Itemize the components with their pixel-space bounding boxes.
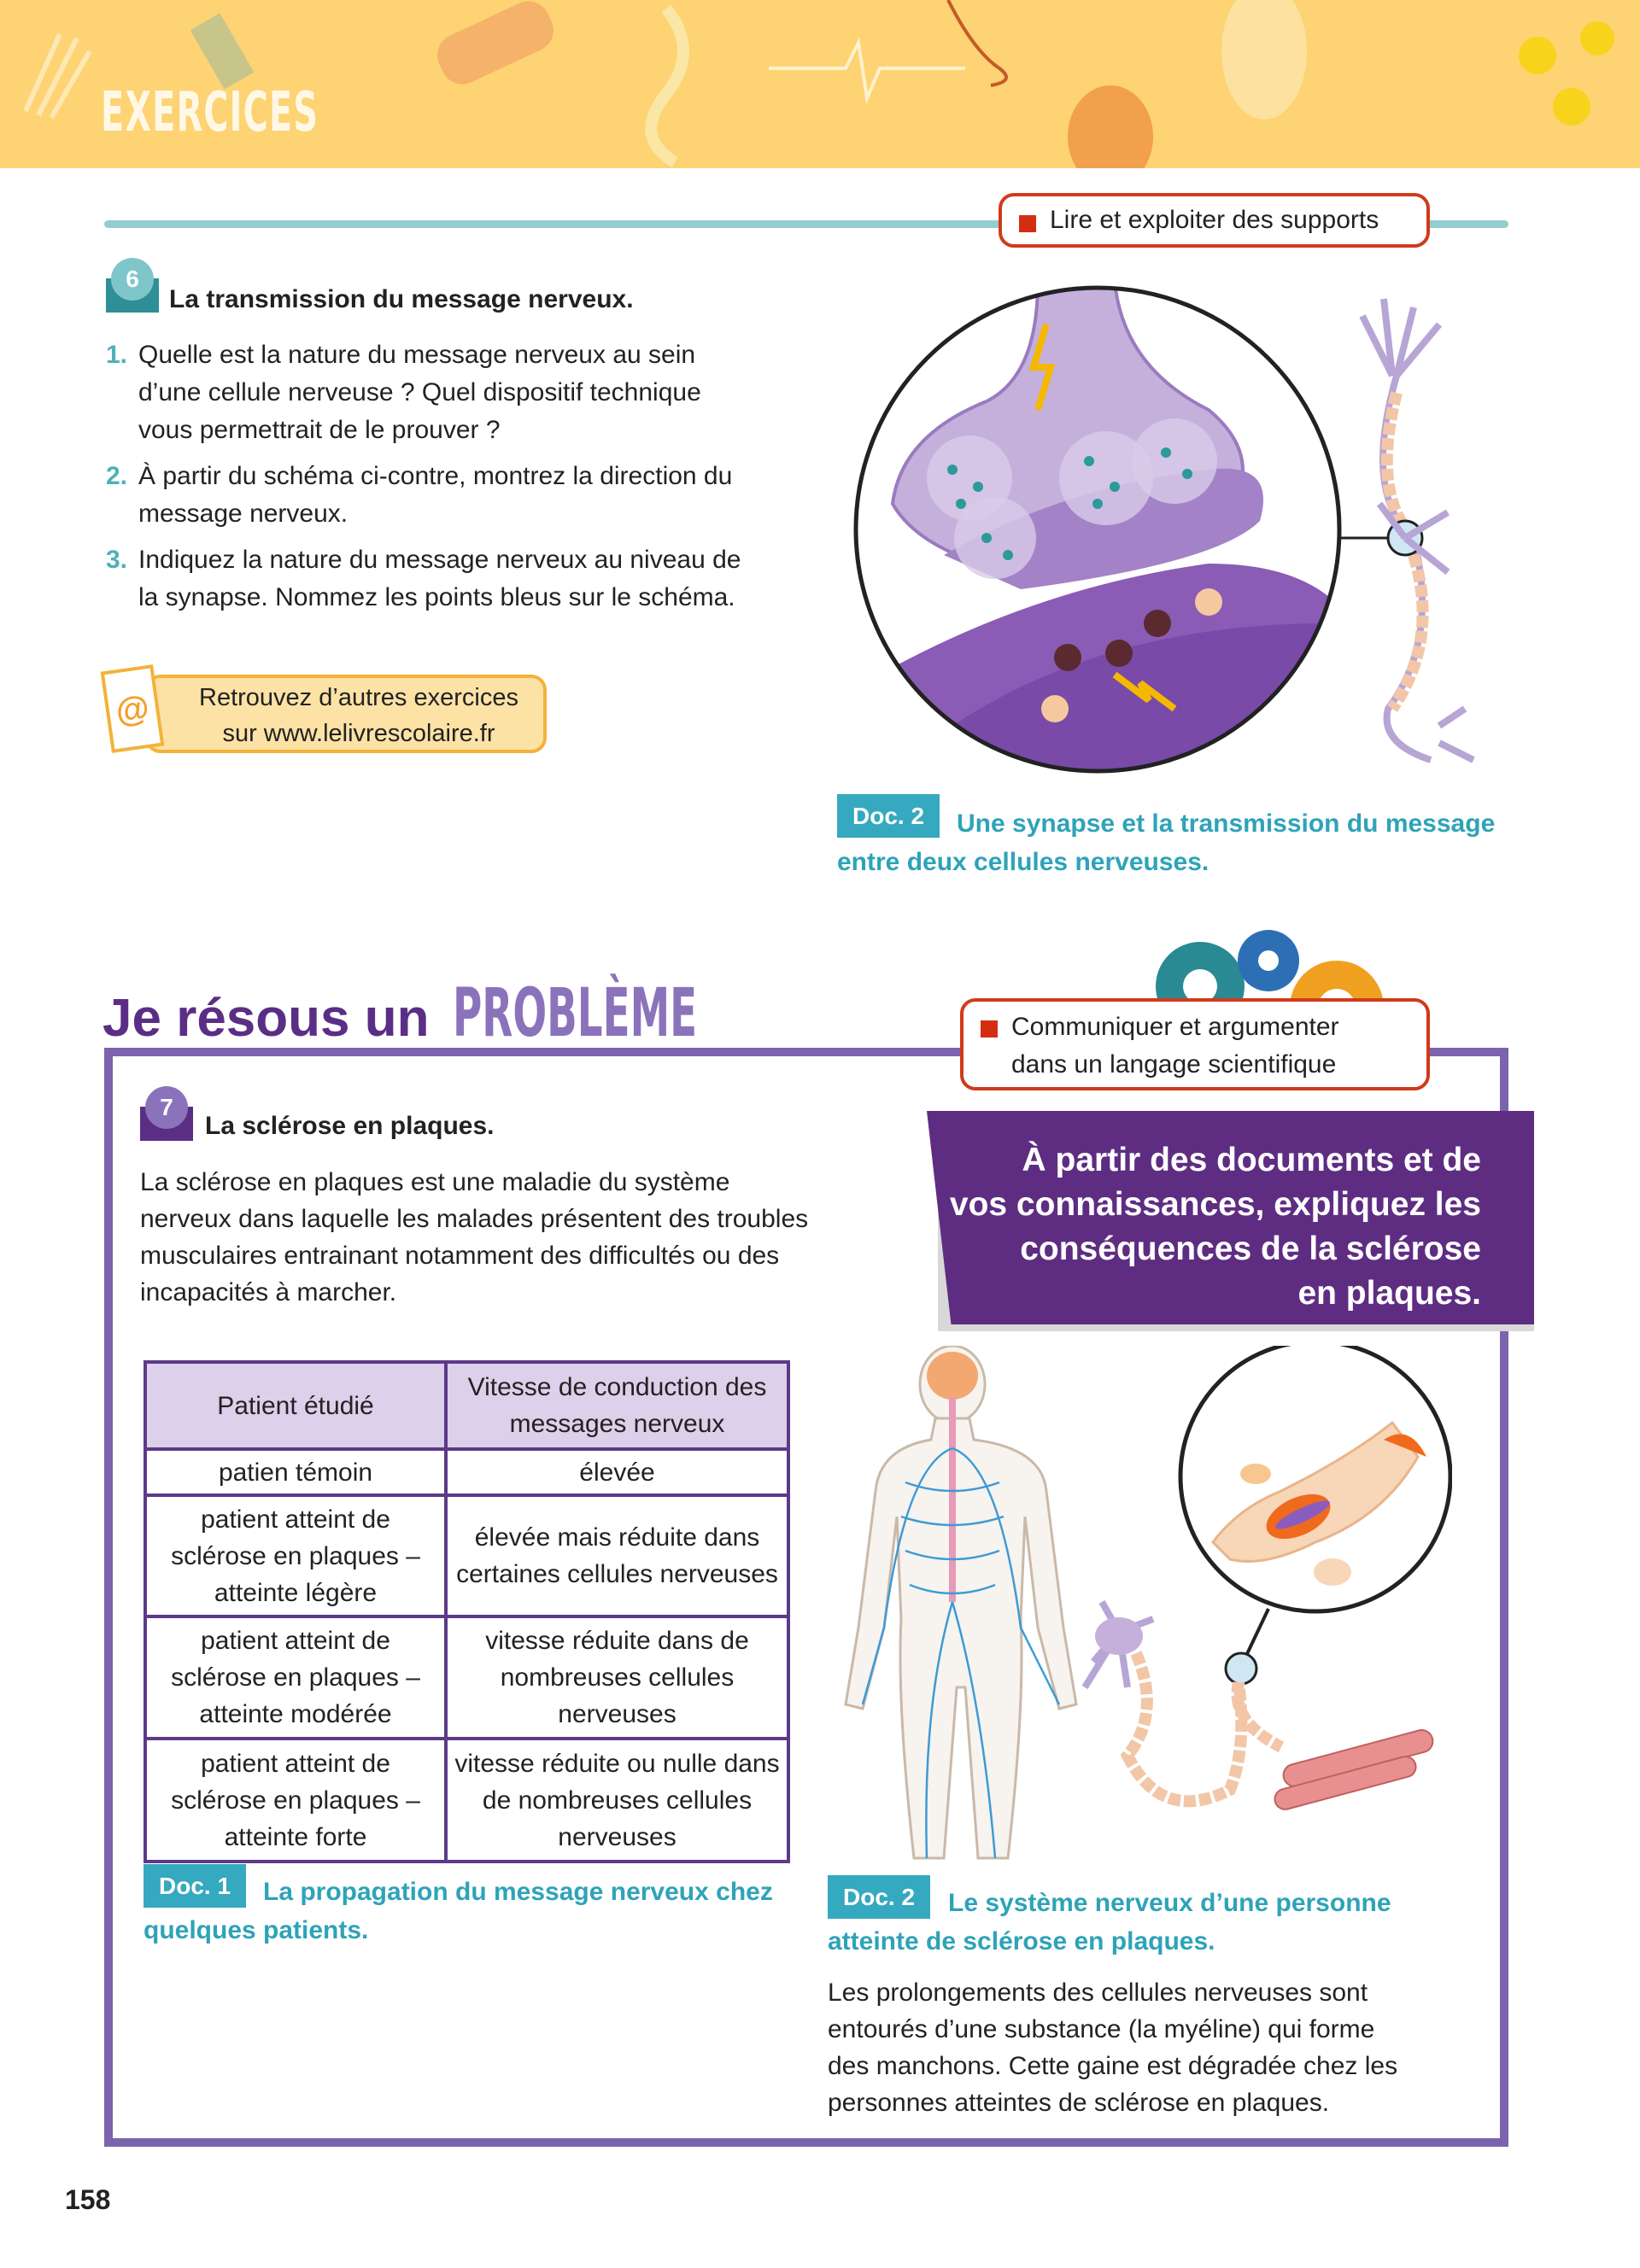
intro-line: incapacités à marcher.: [140, 1278, 397, 1306]
table-cell: élevée mais réduite dans certaines cellu…: [444, 1493, 790, 1618]
chapter-header-banner: EXERCICES: [0, 0, 1640, 168]
gears-icon: [1156, 930, 1384, 1008]
task-line: en plaques.: [1297, 1275, 1481, 1312]
doc-caption: entre deux cellules nerveuses.: [837, 848, 1210, 876]
doc-label: Doc. 2: [828, 1875, 931, 1919]
question-text: message nerveux.: [138, 500, 348, 528]
table-row: patient atteint de sclérose en plaques –…: [144, 1493, 790, 1618]
task-line: conséquences de la sclérose: [1020, 1230, 1481, 1267]
intro-line: musculaires entrainant notamment des dif…: [140, 1242, 780, 1270]
exercise-number-badge: 6: [106, 258, 159, 313]
question-item: 1. Quelle est la nature du message nerve…: [106, 336, 815, 449]
red-square-icon: [981, 1020, 998, 1038]
heading-text: Je résous un: [102, 989, 430, 1048]
section-divider: [104, 220, 1508, 228]
problem-heading: Je résous un PROBLÈME: [102, 975, 860, 1052]
page-number: 158: [65, 2184, 111, 2215]
task-line: vos connaissances, expliquez les: [949, 1186, 1481, 1223]
skill-label: Lire et exploiter des supports: [1050, 206, 1379, 234]
table-header-row: Patient étudié Vitesse de conduction des…: [144, 1360, 790, 1451]
exercise-title: La sclérose en plaques.: [205, 1112, 495, 1140]
problem-frame: [104, 1048, 1508, 2147]
description-line: entourés d’une substance (la myéline) qu…: [828, 2015, 1375, 2043]
description-line: personnes atteintes de sclérose en plaqu…: [828, 2089, 1330, 2117]
question-text: À partir du schéma ci-contre, montrez la…: [138, 462, 733, 490]
skill-badge: Lire et exploiter des supports: [999, 193, 1430, 248]
column-header: Vitesse de conduction des messages nerve…: [444, 1360, 790, 1451]
table-cell: vitesse réduite ou nulle dans de nombreu…: [444, 1737, 790, 1863]
skill-badge: Communiquer et argumenter dans un langag…: [960, 998, 1430, 1090]
doc-caption: quelques patients.: [144, 1916, 369, 1944]
description-line: Les prolongements des cellules nerveuses…: [828, 1979, 1368, 2007]
question-text: Indiquez la nature du message nerveux au…: [138, 546, 741, 574]
exercise-number-badge: 7: [140, 1086, 193, 1141]
heading-highlight: PROBLÈME: [452, 975, 697, 1052]
doc-caption: Une synapse et la transmission du messag…: [957, 810, 1496, 838]
doc-caption: La propagation du message nerveux chez: [263, 1878, 773, 1906]
description-line: des manchons. Cette gaine est dégradée c…: [828, 2052, 1398, 2080]
website-url[interactable]: sur www.lelivrescolaire.fr: [222, 720, 495, 747]
patients-table: Patient étudié Vitesse de conduction des…: [144, 1360, 790, 1863]
website-link-box[interactable]: Retrouvez d’autres exercices sur www.lel…: [145, 675, 547, 753]
table-cell: patien témoin: [144, 1447, 448, 1497]
task-box: À partir des documents et de vos connais…: [927, 1111, 1534, 1324]
red-square-icon: [1019, 215, 1036, 232]
medical-decoration-icons: [23, 0, 1614, 168]
at-sign-icon: @: [100, 664, 165, 753]
question-number: 3.: [106, 546, 128, 574]
question-text: vous permettrait de le prouver ?: [138, 416, 501, 444]
exercise-title: La transmission du message nerveux.: [169, 285, 634, 313]
nervous-system-illustration: [844, 1346, 1452, 1860]
question-list: 1. Quelle est la nature du message nerve…: [106, 336, 815, 617]
exercise-number: 6: [111, 258, 154, 301]
doc-caption: Le système nerveux d’une personne: [948, 1889, 1391, 1917]
column-header: Patient étudié: [144, 1360, 448, 1451]
question-number: 2.: [106, 462, 128, 490]
task-line: À partir des documents et de: [1022, 1142, 1481, 1178]
table-cell: vitesse réduite dans de nombreuses cellu…: [444, 1615, 790, 1740]
question-number: 1.: [106, 341, 128, 369]
table-cell: patient atteint de sclérose en plaques –…: [144, 1615, 448, 1740]
skill-label: Communiquer et argumenter: [1011, 1013, 1339, 1041]
section-title: EXERCICES: [101, 81, 319, 144]
problem-intro: La sclérose en plaques est une maladie d…: [140, 1164, 909, 1311]
question-item: 3. Indiquez la nature du message nerveux…: [106, 541, 815, 617]
table-row: patient atteint de sclérose en plaques –…: [144, 1615, 790, 1740]
table-row: patient atteint de sclérose en plaques –…: [144, 1737, 790, 1863]
doc-label: Doc. 2: [837, 794, 940, 838]
intro-line: nerveux dans laquelle les malades présen…: [140, 1205, 809, 1233]
question-text: la synapse. Nommez les points bleus sur …: [138, 583, 735, 611]
synapse-illustration: [853, 285, 1475, 774]
table-cell: élevée: [444, 1447, 790, 1497]
question-text: Quelle est la nature du message nerveux …: [138, 341, 696, 369]
question-text: d’une cellule nerveuse ? Quel dispositif…: [138, 378, 701, 406]
exercise-number: 7: [145, 1086, 188, 1129]
table-cell: patient atteint de sclérose en plaques –…: [144, 1737, 448, 1863]
skill-label: dans un langage scientifique: [1011, 1050, 1337, 1078]
doc-label: Doc. 1: [144, 1864, 247, 1908]
intro-line: La sclérose en plaques est une maladie d…: [140, 1168, 730, 1196]
question-item: 2. À partir du schéma ci-contre, montrez…: [106, 458, 815, 533]
website-text: Retrouvez d’autres exercices: [199, 684, 518, 711]
table-cell: patient atteint de sclérose en plaques –…: [144, 1493, 448, 1618]
doc-caption: atteinte de sclérose en plaques.: [828, 1927, 1215, 1955]
doc2-description: Les prolongements des cellules nerveuses…: [828, 1974, 1477, 2121]
